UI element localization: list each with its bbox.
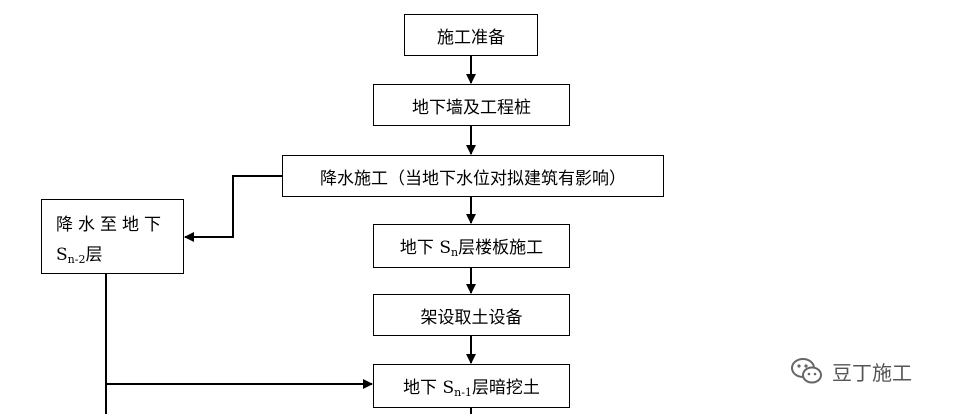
step-construction-prep: 施工准备	[404, 14, 538, 56]
arrow-3-to-side	[184, 175, 282, 242]
wechat-icon	[791, 358, 822, 384]
side-line2: Sn-2层	[56, 240, 183, 275]
step-excavation-equipment-label: 架设取土设备	[420, 307, 523, 328]
side-dewatering-to-sn2: 降水至地下 Sn-2层	[41, 199, 184, 274]
step-dewatering-label: 降水施工（当地下水位对拟建筑有影响）	[320, 168, 626, 189]
side-line1: 降水至地下	[56, 215, 166, 235]
step-diaphragm-wall-piles-label: 地下墙及工程桩	[412, 97, 531, 118]
side-line2-pre: S	[56, 245, 68, 265]
step-excavation-equipment: 架设取土设备	[373, 294, 570, 336]
step-sn1-excavation-label: 地下 Sn-1层暗挖土	[403, 373, 540, 399]
step-sn-floor-slab-label: 地下 Sn层楼板施工	[400, 233, 543, 259]
step-construction-prep-label: 施工准备	[437, 27, 505, 48]
step-sn1-subscript: n-1	[454, 386, 472, 399]
watermark-text: 豆丁施工	[832, 360, 912, 385]
watermark: 豆丁施工	[790, 354, 912, 388]
step-sn-post: 层楼板施工	[458, 238, 544, 258]
step-sn1-post: 层暗挖土	[471, 378, 540, 398]
step-sn-subscript: n	[450, 246, 459, 259]
side-line2-subscript: n-2	[67, 253, 86, 266]
step-diaphragm-wall-piles: 地下墙及工程桩	[373, 84, 570, 126]
step-sn1-pre: 地下 S	[403, 378, 455, 398]
step-sn-pre: 地下 S	[399, 238, 451, 258]
step-sn-floor-slab: 地下 Sn层楼板施工	[373, 224, 570, 268]
side-line2-post: 层	[85, 245, 103, 265]
step-dewatering: 降水施工（当地下水位对拟建筑有影响）	[282, 155, 664, 197]
step-sn1-excavation: 地下 Sn-1层暗挖土	[373, 364, 570, 408]
